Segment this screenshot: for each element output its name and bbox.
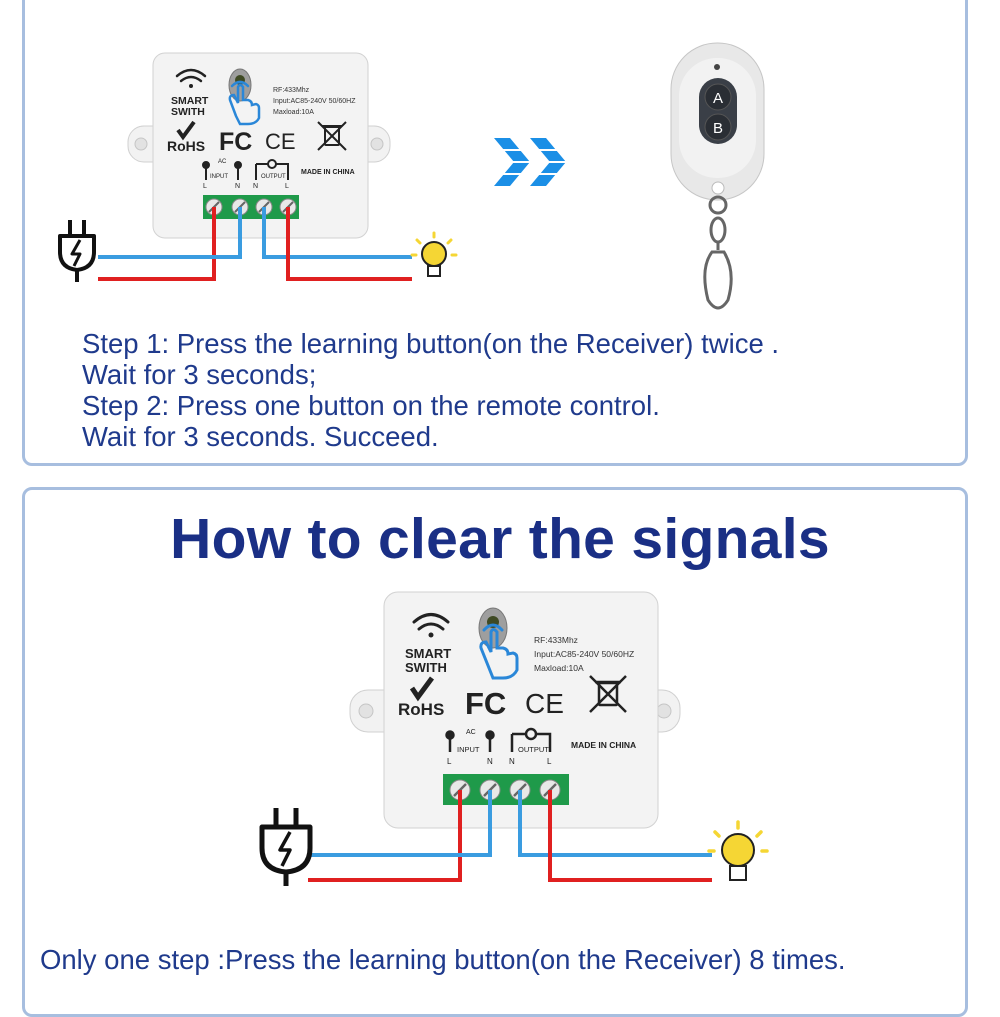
check-icon — [176, 120, 196, 141]
terminal-symbols — [202, 159, 289, 180]
check-icon — [409, 676, 435, 702]
fc-mark: FC — [219, 128, 252, 156]
spec-input: Input:AC85-240V 50/60HZ — [273, 98, 356, 105]
terminal-n-in: N — [487, 757, 493, 766]
spec-input: Input:AC85-240V 50/60HZ — [534, 649, 634, 659]
made-in-label: MADE IN CHINA — [571, 740, 636, 750]
spec-rf: RF:433Mhz — [534, 635, 578, 645]
double-chevron-arrow-icon — [492, 138, 570, 186]
wires — [308, 790, 712, 882]
remote-button-a[interactable] — [704, 83, 732, 111]
ac-label: AC — [466, 729, 476, 736]
remote-button-a-label: A — [713, 90, 723, 107]
light-bulb-icon — [707, 820, 769, 881]
brand-line1: SMART — [171, 95, 209, 107]
remote-led — [714, 64, 720, 70]
keychain-icon — [703, 195, 733, 310]
light-bulb-icon — [410, 231, 458, 277]
input-label: INPUT — [457, 745, 480, 754]
power-plug-icon — [58, 220, 96, 282]
clear-section-title: How to clear the signals — [170, 507, 830, 571]
press-hand-icon — [479, 623, 519, 680]
ac-label: AC — [218, 159, 227, 165]
clear-instruction-text: Only one step :Press the learning button… — [40, 944, 846, 975]
terminal-n-out: N — [253, 183, 258, 190]
remote-button-b-label: B — [713, 120, 723, 137]
rohs-mark: RoHS — [398, 700, 444, 719]
press-hand-icon — [228, 80, 261, 126]
ce-mark: CE — [265, 129, 296, 154]
rohs-mark: RoHS — [167, 138, 205, 154]
terminal-n-out: N — [509, 757, 515, 766]
spec-rf: RF:433Mhz — [273, 87, 310, 94]
output-label: OUTPUT — [261, 174, 286, 180]
weee-bin-icon — [317, 121, 347, 151]
spec-maxload: Maxload:10A — [534, 663, 584, 673]
brand-line2: SWITH — [171, 106, 205, 118]
remote-button-b[interactable] — [704, 113, 732, 141]
terminal-symbols — [445, 727, 552, 752]
weee-bin-icon — [589, 675, 627, 713]
terminal-l-out: L — [285, 183, 289, 190]
terminal-l-in: L — [203, 183, 207, 190]
clear-wiring-illustration: SMART SWITH RF:433Mhz Input:AC85-240V 50… — [259, 591, 769, 886]
step-2-wait-text: Wait for 3 seconds. Succeed. — [82, 421, 439, 452]
wifi-icon — [412, 613, 450, 638]
step-1-text: Step 1: Press the learning button(on the… — [82, 328, 780, 359]
receiver-device: SMART SWITH RF:433Mhz Input:AC85-240V 50… — [127, 52, 391, 239]
spec-maxload: Maxload:10A — [273, 109, 314, 116]
wires — [98, 207, 412, 281]
step-1-wait-text: Wait for 3 seconds; — [82, 359, 317, 390]
ce-mark: CE — [525, 688, 564, 719]
terminal-l-out: L — [547, 757, 552, 766]
made-in-label: MADE IN CHINA — [301, 169, 355, 176]
brand-line1: SMART — [405, 646, 451, 661]
learning-wiring-illustration: SMART SWITH RF:433Mhz Input:AC85-240V 50… — [58, 42, 765, 310]
terminal-n-in: N — [235, 183, 240, 190]
step-2-text: Step 2: Press one button on the remote c… — [82, 390, 660, 421]
receiver-case — [152, 52, 369, 239]
terminal-l-in: L — [447, 757, 452, 766]
power-plug-icon — [259, 808, 313, 886]
brand-line2: SWITH — [405, 660, 447, 675]
remote-control: A B — [670, 42, 765, 310]
output-label: OUTPUT — [518, 745, 549, 754]
fc-mark: FC — [465, 686, 506, 721]
receiver-device: SMART SWITH RF:433Mhz Input:AC85-240V 50… — [349, 591, 681, 829]
wifi-icon — [175, 68, 207, 88]
input-label: INPUT — [210, 174, 228, 180]
